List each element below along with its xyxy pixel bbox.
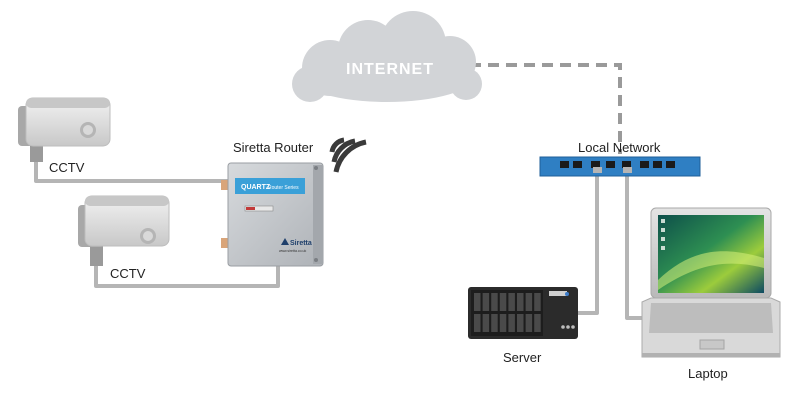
router-band-subtext: Router Series [268, 185, 299, 191]
network-switch [539, 156, 701, 177]
router-brand-band [235, 178, 305, 194]
server-drive-bay [508, 293, 515, 311]
internet-label: INTERNET [346, 61, 434, 78]
laptop-label: Laptop [688, 366, 728, 381]
server-drive-bay [499, 293, 507, 311]
cable-switch-laptop [625, 172, 650, 320]
router-status-strip [244, 205, 274, 212]
server-drive-bay [474, 314, 481, 332]
laptop-device [641, 207, 781, 358]
siretta-logo-icon [281, 238, 289, 245]
server-drive-bay [508, 314, 515, 332]
router-label: Siretta Router [233, 140, 314, 155]
cctv-1-label: CCTV [49, 160, 85, 175]
server-drive-bay [499, 314, 507, 332]
internet-cloud: INTERNET [292, 11, 482, 102]
server-drive-bay [517, 293, 524, 311]
cctv-2-label: CCTV [110, 266, 146, 281]
router-logo-text: Siretta [290, 240, 312, 247]
server-drive-bay [482, 293, 490, 311]
cable-cctv2-router [94, 262, 280, 288]
cable-switch-server [578, 172, 599, 315]
server-drive-bay [491, 293, 498, 311]
wireless-signal-icon [329, 137, 367, 173]
dashed-link-internet-switch [470, 63, 622, 154]
server-drive-bay [534, 293, 541, 311]
switch-label: Local Network [578, 140, 661, 155]
server-device [468, 287, 578, 339]
cable-cctv1-router [34, 160, 228, 183]
siretta-router: QUARTZ Router Series Siretta www.siretta… [221, 162, 324, 267]
router-band-text: QUARTZ [241, 184, 271, 191]
server-drive-bay [482, 314, 490, 332]
server-drive-bay [525, 293, 533, 311]
server-drive-bay [525, 314, 533, 332]
cctv-camera-1 [18, 97, 111, 162]
server-drive-bay [474, 293, 481, 311]
server-drive-bay [534, 314, 541, 332]
router-url-text: www.siretta.co.uk [279, 249, 306, 253]
cctv-camera-2 [78, 195, 170, 266]
server-drive-bay [517, 314, 524, 332]
server-label: Server [503, 350, 542, 365]
server-drive-bay [491, 314, 498, 332]
